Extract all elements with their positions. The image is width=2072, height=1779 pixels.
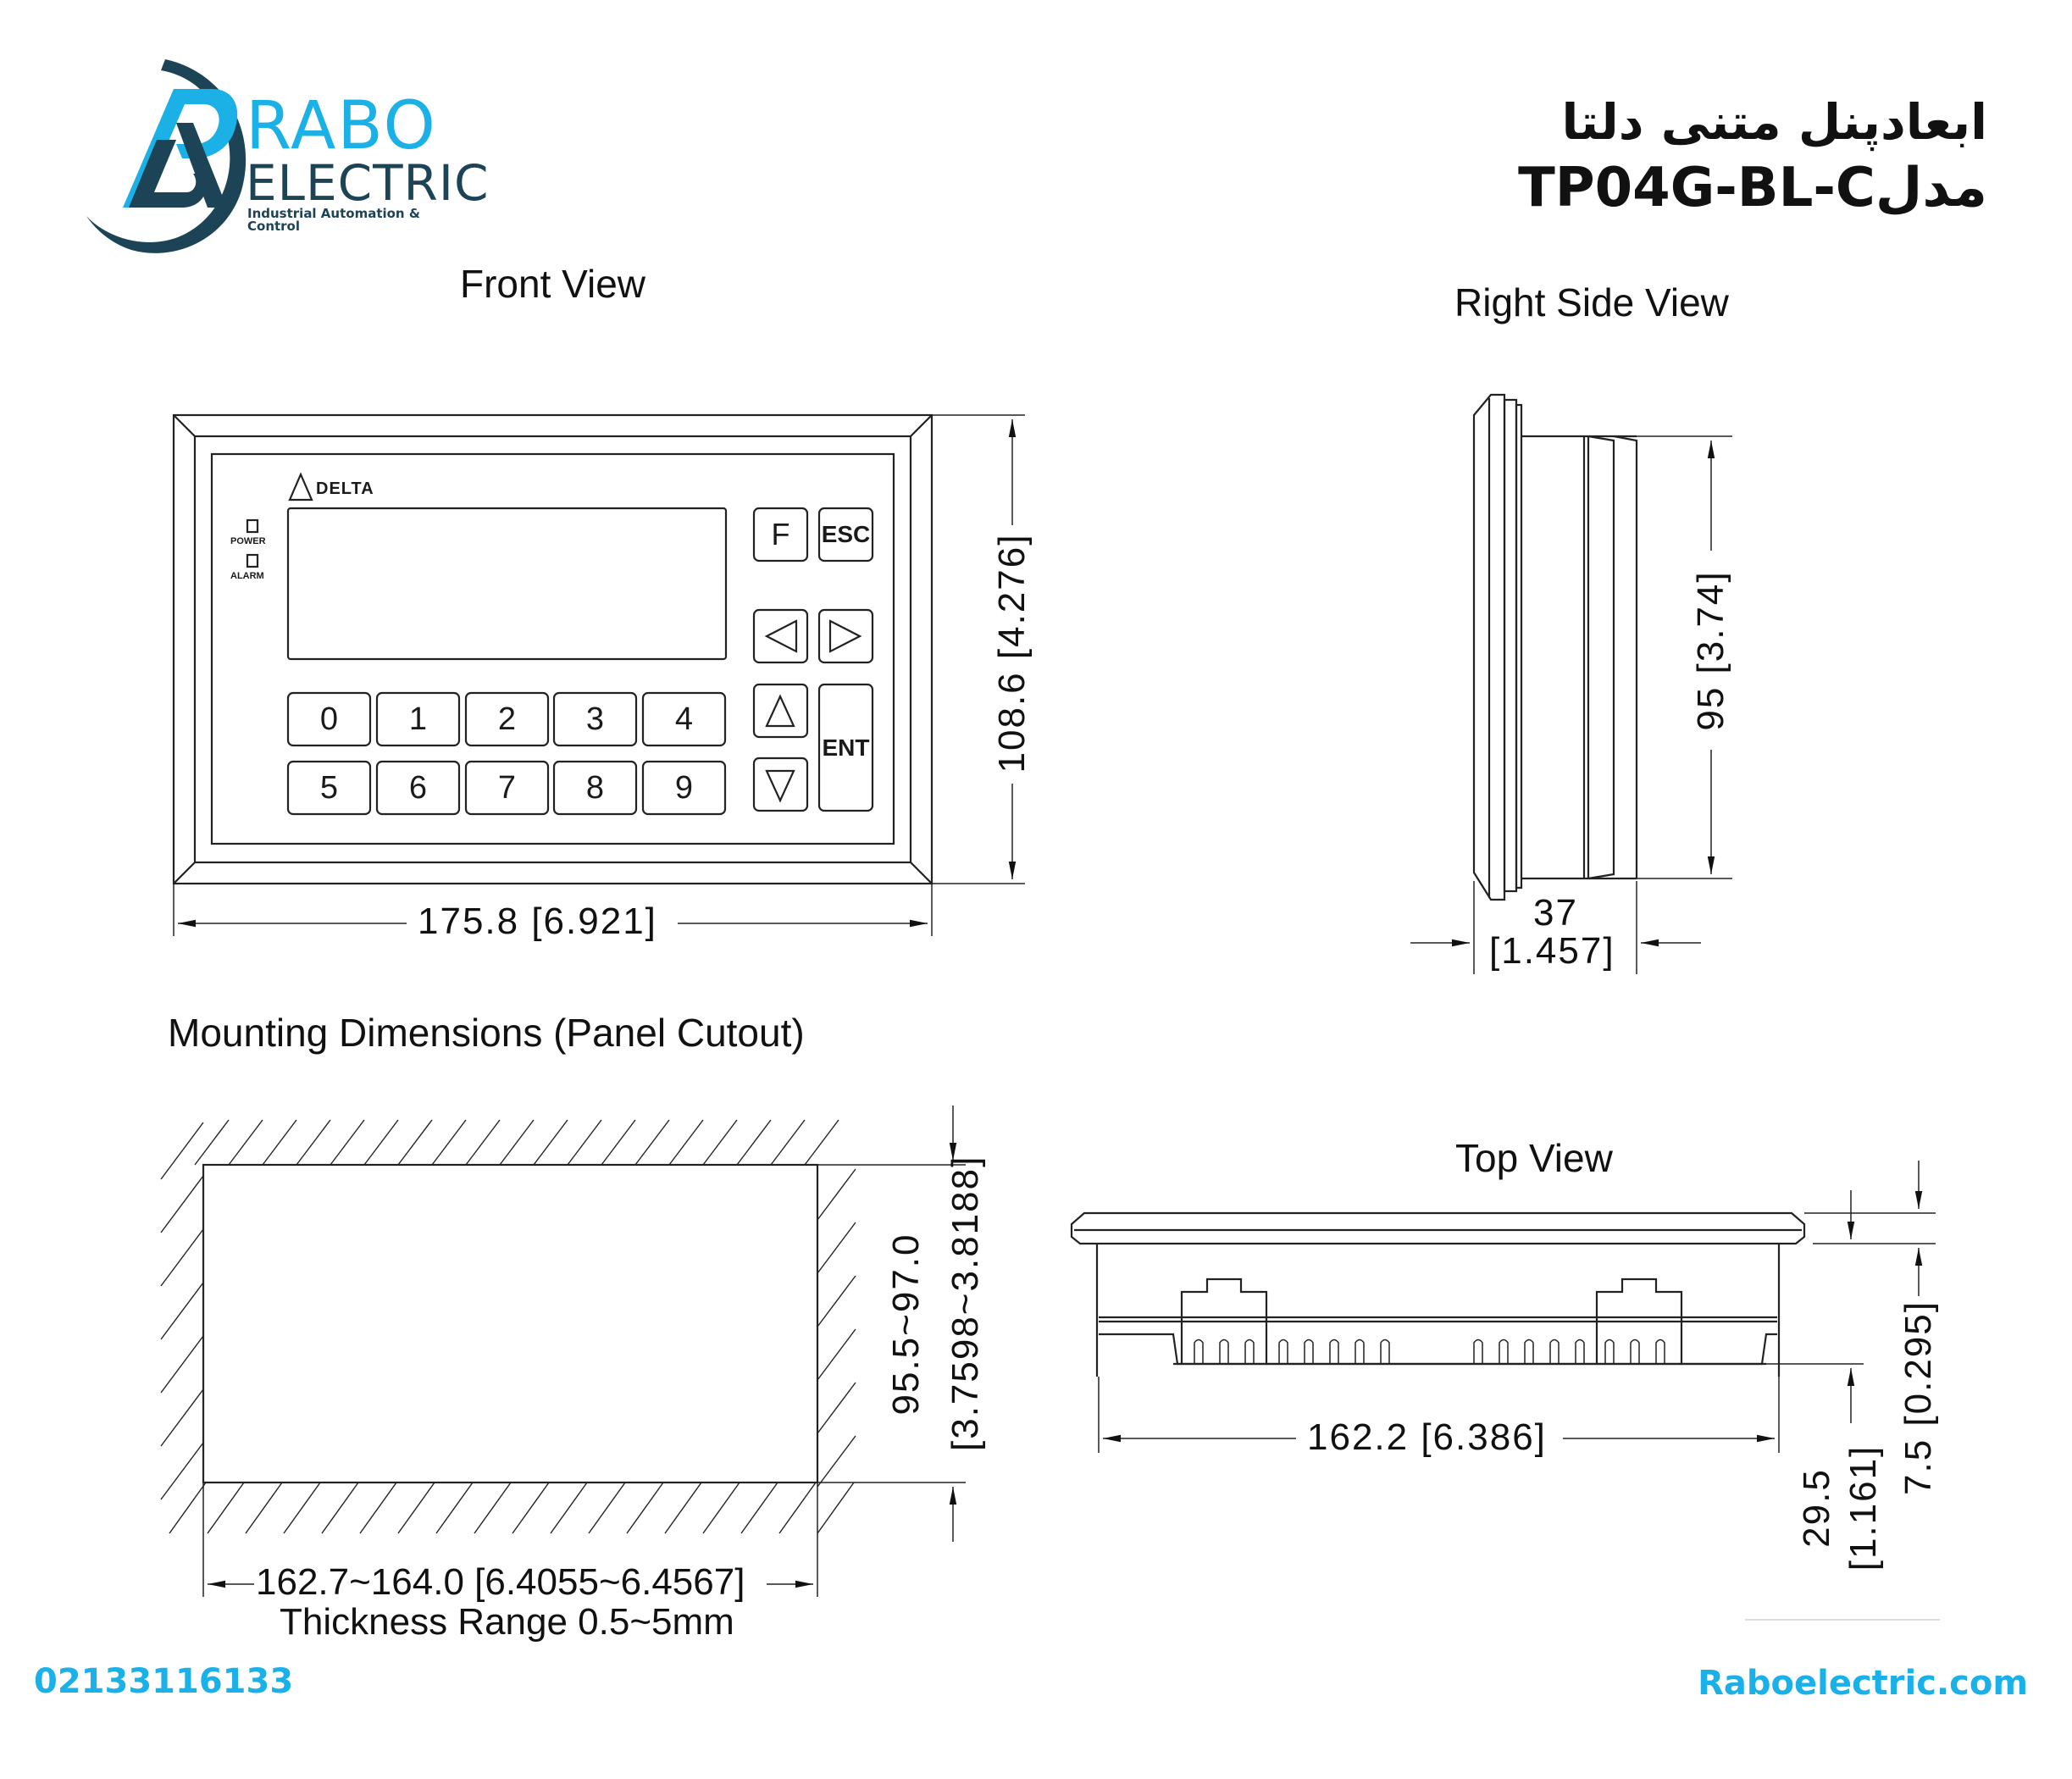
front-panel bbox=[172, 413, 934, 885]
key-4[interactable]: 4 bbox=[674, 701, 694, 737]
brand-name-rabo: RABO bbox=[246, 88, 437, 164]
side-profile bbox=[1472, 393, 1638, 901]
up-key bbox=[752, 683, 809, 739]
f-key[interactable]: F bbox=[771, 517, 790, 551]
top-profile bbox=[1070, 1211, 1806, 1377]
device-brand: DELTA bbox=[316, 479, 374, 498]
model-prefix: مدل bbox=[1875, 157, 1987, 219]
front-width-dim: 175.8 [6.921] bbox=[418, 901, 657, 942]
front-height-dim: 108.6 [4.276] bbox=[991, 533, 1033, 773]
side-depth-in: [1.457] bbox=[1489, 930, 1615, 972]
top-depth-mm: 29.5 bbox=[1796, 1468, 1837, 1548]
key-0[interactable]: 0 bbox=[319, 701, 339, 737]
cutout-height-mm: 95.5~97.0 bbox=[885, 1233, 927, 1416]
top-view-label: Top View bbox=[1455, 1136, 1613, 1180]
alarm-indicator-label: ALARM bbox=[230, 571, 264, 581]
page-title: ابعادپنل متنی دلتا bbox=[1561, 93, 1988, 151]
lcd-screen bbox=[286, 507, 728, 661]
brand-tagline: Industrial Automation & Control bbox=[247, 206, 420, 234]
phone-number: 02133116133 bbox=[34, 1662, 294, 1701]
esc-key bbox=[817, 507, 874, 563]
brand-logo: RABO ELECTRIC Industrial Automation & Co… bbox=[76, 55, 488, 263]
model-number: TP04G-BL-C bbox=[1518, 157, 1875, 219]
down-key bbox=[752, 756, 809, 812]
rb-monogram-icon bbox=[86, 59, 247, 253]
right-key bbox=[817, 608, 874, 664]
side-depth-mm: 37 bbox=[1533, 892, 1578, 934]
top-bezel-dim: 7.5 [0.295] bbox=[1897, 1300, 1939, 1495]
website-link[interactable]: Raboelectric.com bbox=[1698, 1664, 2028, 1703]
front-view-label: Front View bbox=[460, 262, 646, 306]
key-5[interactable]: 5 bbox=[319, 769, 339, 806]
mounting-label: Mounting Dimensions (Panel Cutout) bbox=[168, 1011, 805, 1055]
enter-key bbox=[817, 683, 874, 812]
left-key bbox=[752, 608, 809, 664]
left-arrow-key[interactable] bbox=[754, 610, 807, 662]
brand-name-electric: ELECTRIC bbox=[246, 154, 490, 212]
power-indicator-label: POWER bbox=[230, 536, 266, 546]
model-title: TP04G-BL-C مدل bbox=[1518, 157, 1987, 219]
up-arrow-key[interactable] bbox=[754, 684, 807, 737]
f-key bbox=[752, 507, 809, 563]
top-width-dim: 162.2 [6.386] bbox=[1307, 1416, 1547, 1458]
key-8[interactable]: 8 bbox=[585, 769, 605, 806]
panel-cutout bbox=[160, 1119, 856, 1534]
cutout-width-dim: 162.7~164.0 [6.4055~6.4567] bbox=[256, 1561, 745, 1603]
esc-key[interactable]: ESC bbox=[821, 521, 871, 547]
key-3[interactable]: 3 bbox=[585, 701, 605, 737]
right-arrow-key[interactable] bbox=[819, 610, 873, 662]
cutout-height-in: [3.7598~3.8188] bbox=[945, 1155, 986, 1451]
top-depth-in: [1.161] bbox=[1842, 1444, 1884, 1571]
key-9[interactable]: 9 bbox=[674, 769, 694, 806]
enter-key[interactable]: ENT bbox=[822, 734, 870, 761]
right-side-view-label: Right Side View bbox=[1454, 280, 1729, 324]
down-arrow-key[interactable] bbox=[754, 758, 807, 811]
key-7[interactable]: 7 bbox=[497, 769, 517, 806]
thickness-range: Thickness Range 0.5~5mm bbox=[280, 1601, 734, 1643]
key-2[interactable]: 2 bbox=[497, 701, 517, 737]
key-1[interactable]: 1 bbox=[408, 701, 428, 737]
key-6[interactable]: 6 bbox=[408, 769, 428, 806]
side-height-dim: 95 [3.74] bbox=[1690, 570, 1731, 731]
